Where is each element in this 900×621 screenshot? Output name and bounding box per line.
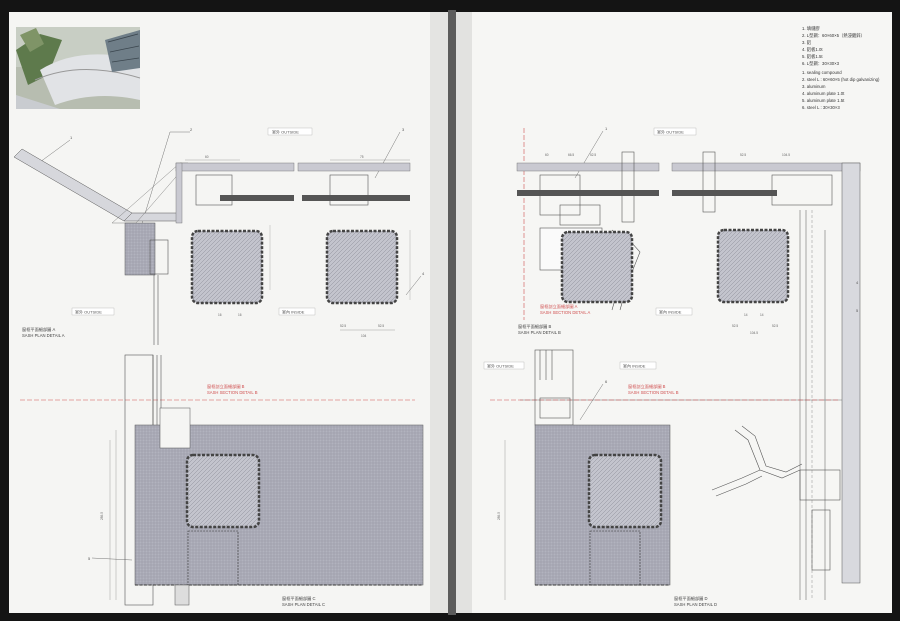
- legend-zh-5: 5. 鋁板1.5t: [802, 53, 823, 60]
- right-page: 1. 填縫膠 2. L型鋼：60×60×5（熱浸鍍鋅） 3. 鋁 4. 鋁板1.…: [456, 12, 892, 613]
- sash-plan-detail-c: 窗框剖立面細部圖 B SASH SECTION DETAIL B 289.5 5…: [20, 354, 424, 607]
- svg-text:52.5: 52.5: [590, 153, 596, 157]
- legend-zh-3: 3. 鋁: [802, 39, 811, 46]
- sash-plan-detail-b: 1 室外 OUTSIDE: [516, 126, 861, 600]
- legend-en-3: 3. aluminum: [802, 84, 826, 89]
- legend-en-2: 2. steel L : 60×60×5 (hot dip galvanizin…: [802, 77, 880, 82]
- svg-text:14: 14: [744, 313, 748, 317]
- sash-plan-detail-a: 1 2 3: [13, 127, 425, 345]
- legend-zh-2: 2. L型鋼：60×60×5（熱浸鍍鋅）: [802, 32, 865, 39]
- callout-5-right: 5: [856, 308, 859, 313]
- section-ref-b-zh: 窗框剖立面細部圖 B: [628, 383, 666, 390]
- legend-zh-1: 1. 填縫膠: [802, 25, 820, 32]
- legend-en-6: 6. steel L : 30×30×3: [802, 105, 840, 110]
- tag-outside-b: 室外 OUTSIDE: [657, 129, 684, 135]
- svg-text:52.5: 52.5: [378, 324, 384, 328]
- caption-d-zh: 窗框平面細部圖 D: [674, 595, 708, 602]
- facade-photo: [16, 27, 141, 109]
- callout-5: 5: [88, 556, 91, 561]
- callout-1: 1: [70, 135, 73, 140]
- left-page: 1 2 3: [9, 12, 450, 613]
- callout-4-right: 4: [856, 280, 859, 285]
- caption-d-en: SASH PLAN DETAIL D: [674, 602, 717, 607]
- callout-1-right: 1: [605, 126, 608, 131]
- svg-text:75: 75: [360, 155, 364, 159]
- svg-text:16: 16: [218, 313, 222, 317]
- svg-text:104.5: 104.5: [750, 331, 758, 335]
- caption-b-en: SASH PLAN DETAIL B: [518, 330, 561, 335]
- legend-zh-6: 6. L型鋼：30×30×3: [802, 60, 840, 67]
- tag-outside-a: 室外 OUTSIDE: [272, 129, 299, 135]
- section-ref-a-zh: 窗框剖立面細部圖 A: [540, 303, 578, 310]
- svg-text:52.5: 52.5: [732, 324, 738, 328]
- callout-2: 2: [190, 127, 193, 132]
- svg-text:66.5: 66.5: [568, 153, 574, 157]
- legend-en-5: 5. aluminum plate 1.5t: [802, 98, 845, 103]
- section-ref-b-left-en: SASH SECTION DETAIL B: [207, 390, 258, 395]
- section-ref-b-en: SASH SECTION DETAIL B: [628, 390, 679, 395]
- svg-text:16: 16: [238, 313, 242, 317]
- svg-text:52.5: 52.5: [772, 324, 778, 328]
- svg-text:289.5: 289.5: [497, 512, 501, 520]
- svg-text:60: 60: [545, 153, 549, 157]
- tag-inside-a: 室內 INSIDE: [282, 309, 305, 315]
- svg-text:289.5: 289.5: [100, 512, 104, 520]
- svg-text:52.5: 52.5: [740, 153, 746, 157]
- caption-c-en: SASH PLAN DETAIL C: [282, 602, 325, 607]
- sash-plan-detail-d: 室外 OUTSIDE 室內 INSIDE 窗框剖立面細部圖 B SASH SEC…: [483, 280, 859, 607]
- legend-zh-4: 4. 鋁板1.0t: [802, 46, 823, 53]
- legend-en-1: 1. sealing compound: [802, 70, 842, 75]
- tag-outside-a2: 室外 OUTSIDE: [75, 309, 102, 315]
- legend: 1. 填縫膠 2. L型鋼：60×60×5（熱浸鍍鋅） 3. 鋁 4. 鋁板1.…: [802, 25, 880, 110]
- tag-inside-d: 室內 INSIDE: [623, 363, 646, 369]
- section-ref-b-left-zh: 窗框剖立面細部圖 B: [207, 383, 245, 390]
- gutter: [448, 10, 456, 615]
- caption-a-zh: 窗框平面細部圖 A: [22, 326, 55, 333]
- svg-text:104.5: 104.5: [782, 153, 790, 157]
- caption-c-zh: 窗框平面細部圖 C: [282, 595, 316, 602]
- tag-inside-b: 室內 INSIDE: [659, 309, 682, 315]
- callout-6: 6: [605, 379, 608, 384]
- tag-outside-d: 室外 OUTSIDE: [487, 363, 514, 369]
- caption-b-zh: 窗框平面細部圖 B: [518, 323, 551, 330]
- caption-a-en: SASH PLAN DETAIL A: [22, 333, 65, 338]
- callout-3: 3: [402, 127, 405, 132]
- svg-text:60: 60: [205, 155, 209, 159]
- svg-text:14: 14: [760, 313, 764, 317]
- section-ref-a-en: SASH SECTION DETAIL A: [540, 310, 590, 315]
- svg-text:52.5: 52.5: [340, 324, 346, 328]
- legend-en-4: 4. aluminum plate 1.0t: [802, 91, 845, 96]
- svg-text:104: 104: [361, 334, 367, 338]
- callout-4: 4: [422, 271, 425, 276]
